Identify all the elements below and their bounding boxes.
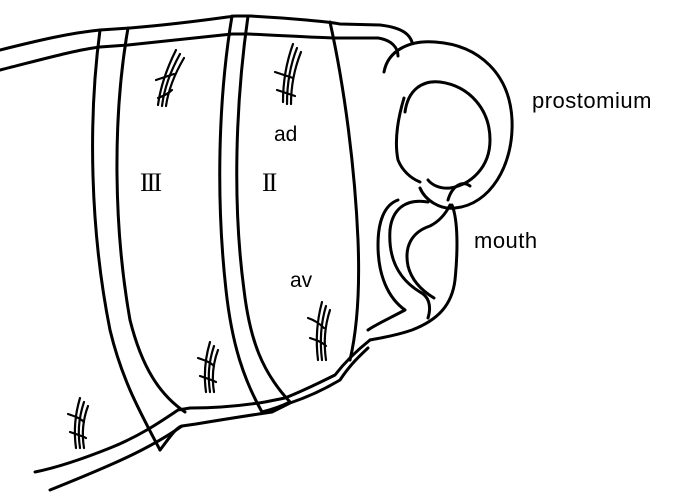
setae-ventral-segment-4 [68, 398, 88, 448]
mouth-opening-line [407, 205, 450, 298]
segment-furrow-1b [117, 28, 185, 412]
mouth-label: mouth [474, 230, 538, 252]
prostomium-tip-curve [448, 184, 470, 200]
head-inner-contour [368, 200, 405, 330]
prostomium-label: prostomium [532, 90, 652, 112]
segment-furrow-1a [93, 30, 160, 450]
prostomium-inner-line [405, 82, 490, 188]
setae-dorsal-segment-2 [275, 44, 301, 104]
peristomium-fold [396, 98, 420, 182]
prostomium-lobe [384, 42, 512, 209]
segment-furrow-3 [330, 22, 359, 360]
setae-dorsal-segment-3 [156, 50, 184, 106]
setae-ventral-segment-2 [308, 302, 330, 360]
ventral-setae-label: av [290, 270, 312, 291]
segment-2-numeral: II [262, 170, 275, 196]
segment-3-numeral: III [140, 170, 160, 196]
dorsal-body-outline [0, 16, 412, 50]
dorsal-setae-label: ad [274, 124, 297, 145]
setae-ventral-segment-3 [198, 342, 218, 392]
